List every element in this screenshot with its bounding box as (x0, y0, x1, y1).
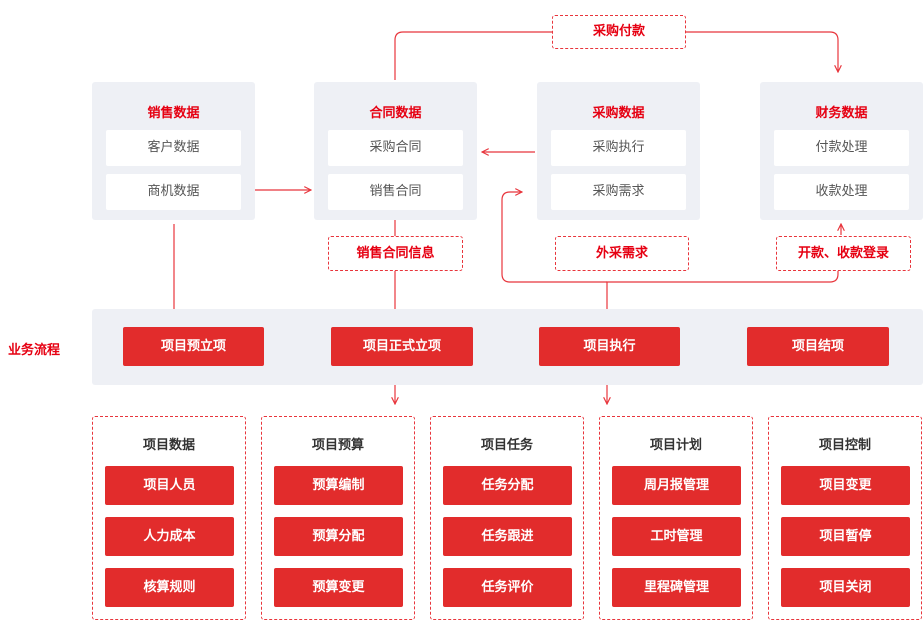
module-item-project-pause[interactable]: 项目暂停 (781, 517, 910, 556)
step-closure[interactable]: 项目结项 (747, 327, 889, 366)
module-item-accounting-rules[interactable]: 核算规则 (105, 568, 234, 607)
panel-title: 销售数据 (147, 106, 200, 121)
module-item-project-close[interactable]: 项目关闭 (781, 568, 910, 607)
module-item-budget-change[interactable]: 预算变更 (274, 568, 403, 607)
panel-item-sales-contract[interactable]: 销售合同 (328, 174, 463, 210)
panel-title: 合同数据 (369, 106, 422, 121)
module-title: 项目控制 (818, 438, 871, 453)
module-title: 项目计划 (649, 438, 702, 453)
panel-item-payment-processing[interactable]: 付款处理 (774, 130, 909, 166)
execution-to-finance-loop (606, 271, 839, 320)
tag-outsourcing-demand: 外采需求 (555, 236, 689, 271)
module-item-task-evaluation[interactable]: 任务评价 (443, 568, 572, 607)
panel-title: 财务数据 (815, 106, 868, 121)
module-item-timesheet-management[interactable]: 工时管理 (612, 517, 741, 556)
module-project-budget: 项目预算 预算编制 预算分配 预算变更 (261, 416, 415, 620)
module-title: 项目数据 (142, 438, 195, 453)
module-project-plan: 项目计划 周月报管理 工时管理 里程碑管理 (599, 416, 753, 620)
execution-to-purchase-loop (501, 192, 607, 283)
panel-finance-data: 财务数据 付款处理 收款处理 (760, 82, 923, 220)
tag-purchase-payment: 采购付款 (552, 15, 686, 49)
payment-loop-left (394, 31, 552, 80)
step-execution[interactable]: 项目执行 (539, 327, 680, 366)
module-item-milestone-management[interactable]: 里程碑管理 (612, 568, 741, 607)
module-item-project-change[interactable]: 项目变更 (781, 466, 910, 505)
step-formal-initiation[interactable]: 项目正式立项 (331, 327, 473, 366)
module-project-tasks: 项目任务 任务分配 任务跟进 任务评价 (430, 416, 584, 620)
tag-invoice-receipt-registration: 开款、收款登录 (776, 236, 911, 271)
panel-item-purchase-contract[interactable]: 采购合同 (328, 130, 463, 166)
panel-purchase-data: 采购数据 采购执行 采购需求 (537, 82, 700, 220)
module-item-weekly-monthly-reports[interactable]: 周月报管理 (612, 466, 741, 505)
panel-item-purchase-execution[interactable]: 采购执行 (551, 130, 686, 166)
process-label: 业务流程 (8, 343, 61, 358)
module-title: 项目预算 (311, 438, 364, 453)
module-item-task-follow-up[interactable]: 任务跟进 (443, 517, 572, 556)
module-project-data: 项目数据 项目人员 人力成本 核算规则 (92, 416, 246, 620)
panel-item-customer-data[interactable]: 客户数据 (106, 130, 241, 166)
panel-item-receipt-processing[interactable]: 收款处理 (774, 174, 909, 210)
module-item-budget-allocation[interactable]: 预算分配 (274, 517, 403, 556)
panel-item-opportunity-data[interactable]: 商机数据 (106, 174, 241, 210)
module-item-budget-preparation[interactable]: 预算编制 (274, 466, 403, 505)
panel-contract-data: 合同数据 采购合同 销售合同 (314, 82, 477, 220)
step-pre-initiation[interactable]: 项目预立项 (123, 327, 264, 366)
panel-title: 采购数据 (592, 106, 645, 121)
panel-item-purchase-demand[interactable]: 采购需求 (551, 174, 686, 210)
module-title: 项目任务 (480, 438, 533, 453)
module-project-control: 项目控制 项目变更 项目暂停 项目关闭 (768, 416, 922, 620)
module-item-labor-cost[interactable]: 人力成本 (105, 517, 234, 556)
module-item-task-assignment[interactable]: 任务分配 (443, 466, 572, 505)
tag-sales-contract-info: 销售合同信息 (328, 236, 463, 271)
panel-sales-data: 销售数据 客户数据 商机数据 (92, 82, 255, 220)
module-item-project-staff[interactable]: 项目人员 (105, 466, 234, 505)
payment-loop-right (686, 31, 838, 72)
